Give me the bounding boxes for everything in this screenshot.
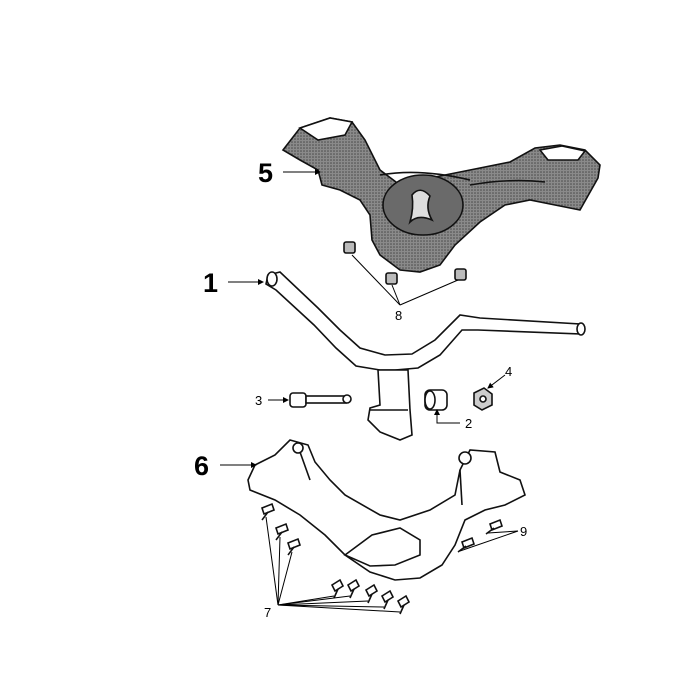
callout-5: 5 [258, 158, 273, 188]
handlebar-lower-cover [247, 439, 526, 581]
clamp-bolt [289, 392, 352, 408]
callout-6: 6 [194, 451, 209, 481]
handlebar-upper-cover [281, 117, 601, 273]
callout-9: 9 [520, 524, 527, 539]
spacer-bushing [424, 389, 448, 411]
handlebar-tube [265, 271, 586, 441]
leader-lines [220, 169, 519, 613]
screws-part-7 [261, 502, 411, 615]
lock-nut [473, 387, 493, 411]
callout-8: 8 [395, 308, 402, 323]
callout-7: 7 [264, 605, 271, 620]
retaining-nuts [343, 241, 467, 285]
callout-3: 3 [255, 393, 262, 408]
callout-2: 2 [465, 416, 472, 431]
callout-1: 1 [203, 268, 218, 298]
callout-4: 4 [505, 364, 512, 379]
screws-part-9 [457, 518, 503, 553]
